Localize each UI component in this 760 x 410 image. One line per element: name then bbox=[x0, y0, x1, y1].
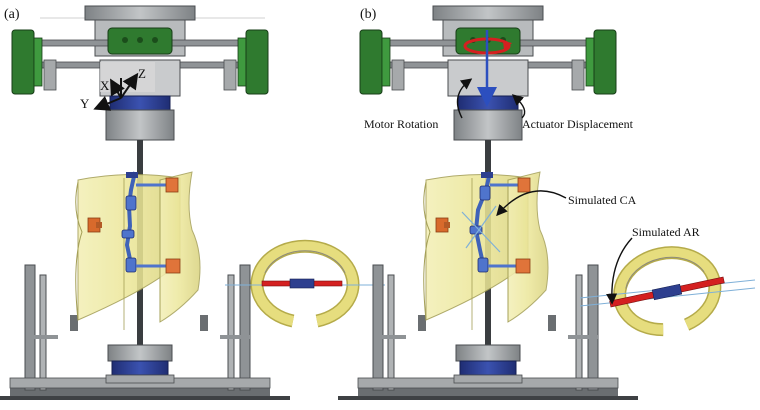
axis-x-label: X bbox=[100, 78, 110, 93]
panel-a-label: (a) bbox=[4, 7, 20, 22]
motor-rotation-leader bbox=[456, 78, 473, 119]
axis-y-label: Y bbox=[80, 96, 90, 111]
axis-z-label: Z bbox=[138, 66, 146, 81]
coordinate-frame: X Y Z bbox=[80, 62, 155, 111]
panel-b-label: (b) bbox=[360, 7, 377, 22]
spine-linkage-a bbox=[121, 171, 181, 274]
panel-a: (a) X Y Z bbox=[0, 5, 385, 401]
rotation-indicator bbox=[463, 30, 512, 107]
brace-ring-a bbox=[225, 246, 385, 321]
simulated-ca-leader bbox=[496, 190, 567, 217]
actuator-displacement-leader bbox=[511, 94, 526, 119]
simulated-ar-leader bbox=[605, 237, 633, 305]
spine-linkage-b bbox=[461, 171, 531, 274]
simulated-ar-label: Simulated AR bbox=[632, 225, 700, 239]
simulated-ca-label: Simulated CA bbox=[568, 193, 637, 207]
panel-b: (b) Motor Rotation Actuator Displacement bbox=[337, 5, 756, 401]
motor-rotation-label: Motor Rotation bbox=[364, 117, 438, 131]
brace-ring-b bbox=[579, 244, 756, 337]
actuator-displacement-label: Actuator Displacement bbox=[522, 117, 634, 131]
